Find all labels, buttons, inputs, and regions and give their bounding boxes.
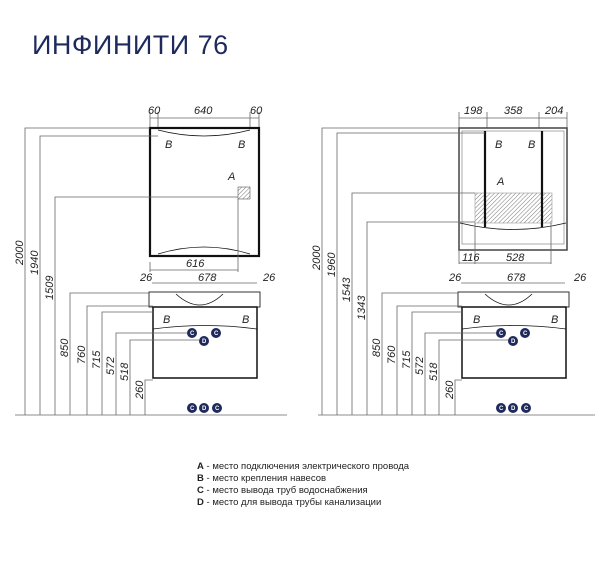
marker-c: C bbox=[190, 406, 195, 412]
dim-right-top-3: 204 bbox=[544, 105, 563, 117]
left-variant: 60 640 60 B B A 616 26 678 26 B B C C D … bbox=[14, 105, 287, 416]
height-1543: 1543 bbox=[341, 277, 353, 302]
dim-left-top-1: 60 bbox=[148, 105, 161, 117]
marker-a: A bbox=[227, 171, 235, 183]
dim-left-top-2: 640 bbox=[194, 105, 213, 117]
legend: A - место подключения электрического про… bbox=[197, 461, 409, 509]
height-518: 518 bbox=[119, 362, 131, 381]
height-1960: 1960 bbox=[326, 252, 338, 277]
height-260: 260 bbox=[134, 380, 146, 400]
legend-key: B bbox=[197, 473, 204, 484]
marker-a: A bbox=[496, 176, 504, 188]
height-2000: 2000 bbox=[14, 240, 26, 266]
legend-item-c: C - место вывода труб водоснабжения bbox=[197, 485, 409, 497]
dim-right-top-2: 358 bbox=[504, 105, 523, 117]
legend-text: - место вывода труб водоснабжения bbox=[203, 485, 368, 496]
dim-right-bottom-1: 116 bbox=[462, 252, 480, 264]
dim-left-cab-3: 26 bbox=[262, 272, 276, 284]
legend-key: D bbox=[197, 497, 204, 508]
legend-key: C bbox=[197, 485, 204, 496]
legend-text: - место крепления навесов bbox=[203, 473, 327, 484]
marker-b: B bbox=[242, 314, 249, 326]
socket-area bbox=[237, 186, 251, 200]
height-1940: 1940 bbox=[29, 250, 41, 275]
dim-left-top-3: 60 bbox=[250, 105, 263, 117]
legend-item-d: D - место для вывода трубы канализации bbox=[197, 497, 409, 509]
vanity-cabinet bbox=[152, 306, 258, 379]
height-2000: 2000 bbox=[311, 245, 323, 271]
marker-c: C bbox=[499, 331, 504, 337]
legend-key: A bbox=[197, 461, 204, 472]
marker-b: B bbox=[528, 139, 535, 151]
marker-b: B bbox=[165, 139, 172, 151]
height-572: 572 bbox=[414, 357, 426, 375]
legend-item-b: B - место крепления навесов bbox=[197, 473, 409, 485]
marker-d: D bbox=[202, 406, 207, 412]
height-1343: 1343 bbox=[356, 295, 368, 320]
dim-right-bottom-2: 528 bbox=[506, 252, 525, 264]
height-260: 260 bbox=[444, 380, 456, 400]
marker-b: B bbox=[551, 314, 558, 326]
marker-c: C bbox=[215, 406, 220, 412]
legend-text: - место для вывода трубы канализации bbox=[203, 497, 382, 508]
marker-d: D bbox=[511, 339, 516, 345]
height-760: 760 bbox=[76, 345, 88, 364]
height-572: 572 bbox=[105, 357, 117, 375]
marker-b: B bbox=[238, 139, 245, 151]
marker-c: C bbox=[190, 331, 195, 337]
page-title: ИНФИНИТИ 76 bbox=[32, 30, 229, 60]
marker-c: C bbox=[499, 406, 504, 412]
height-518: 518 bbox=[428, 362, 440, 381]
dim-left-mirror-bottom: 616 bbox=[186, 258, 205, 270]
height-850: 850 bbox=[59, 338, 71, 357]
height-1509: 1509 bbox=[44, 276, 56, 300]
marker-b: B bbox=[495, 139, 502, 151]
dim-right-cab-2: 678 bbox=[507, 272, 526, 284]
height-850: 850 bbox=[371, 338, 383, 357]
dim-left-cab-1: 26 bbox=[139, 272, 153, 284]
marker-c: C bbox=[524, 406, 529, 412]
height-715: 715 bbox=[401, 350, 413, 369]
socket-area bbox=[474, 192, 553, 224]
marker-d: D bbox=[511, 406, 516, 412]
dim-right-top-1: 198 bbox=[464, 105, 483, 117]
legend-item-a: A - место подключения электрического про… bbox=[197, 461, 409, 473]
marker-c: C bbox=[214, 331, 219, 337]
marker-d: D bbox=[202, 339, 207, 345]
vanity-cabinet bbox=[461, 306, 567, 379]
height-715: 715 bbox=[91, 350, 103, 369]
marker-b: B bbox=[473, 314, 480, 326]
dim-right-cab-3: 26 bbox=[573, 272, 587, 284]
marker-c: C bbox=[523, 331, 528, 337]
right-variant: 198 358 204 B B A 116 528 26 678 26 B B … bbox=[311, 105, 595, 416]
legend-text: - место подключения электрического прово… bbox=[203, 461, 410, 472]
mirror bbox=[148, 126, 261, 258]
marker-b: B bbox=[163, 314, 170, 326]
dim-left-cab-2: 678 bbox=[198, 272, 217, 284]
dim-right-cab-1: 26 bbox=[448, 272, 462, 284]
height-760: 760 bbox=[386, 345, 398, 364]
